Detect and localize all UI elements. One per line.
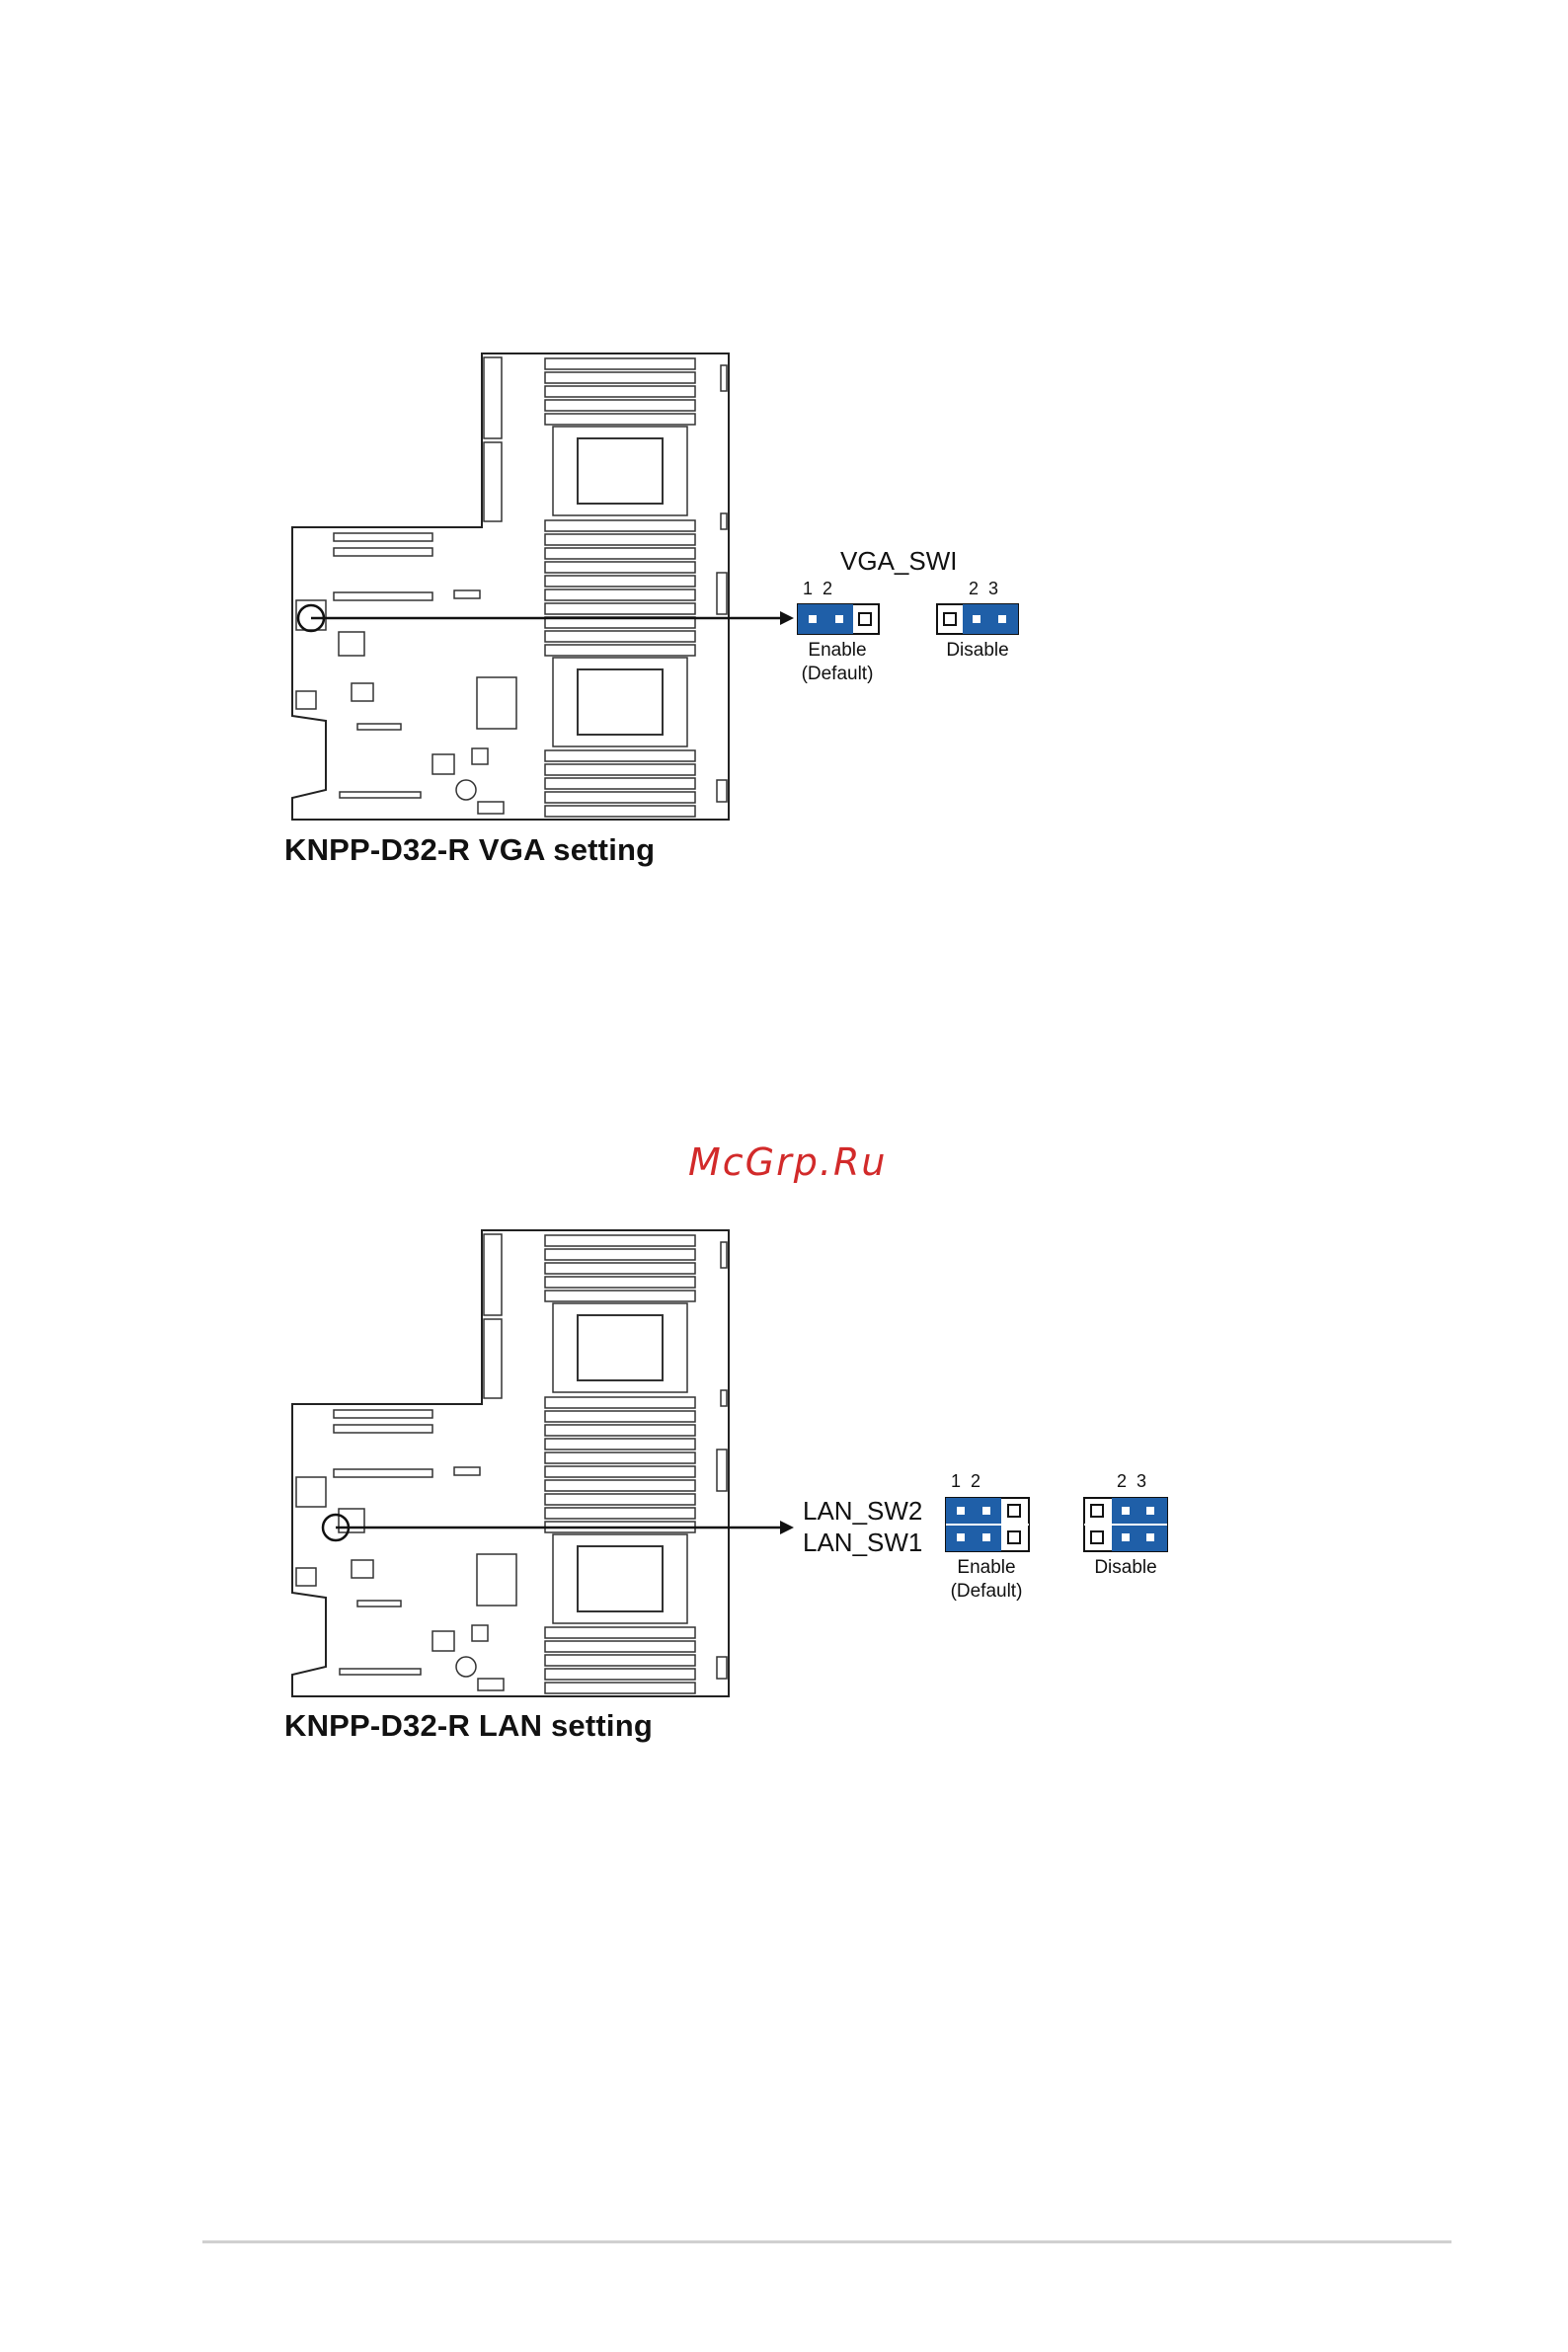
footer-divider <box>202 2240 1451 2243</box>
lan-disable-pin-numbers: 2 3 <box>1117 1471 1146 1492</box>
lan-enable-default-label: (Default) <box>937 1581 1036 1603</box>
lan-setting-title: KNPP-D32-R LAN setting <box>284 1708 653 1744</box>
lan-enable-label: Enable <box>947 1557 1026 1579</box>
lan-enable-jumper <box>945 1497 1030 1552</box>
lan-disable-jumper <box>1083 1497 1168 1552</box>
lan-sw2-name: LAN_SW2 <box>803 1496 922 1527</box>
lan-disable-label: Disable <box>1081 1557 1170 1579</box>
lan-sw1-name: LAN_SW1 <box>803 1528 922 1558</box>
motherboard-diagram-lan <box>0 0 1568 1758</box>
lan-enable-pin-numbers: 1 2 <box>951 1471 980 1492</box>
